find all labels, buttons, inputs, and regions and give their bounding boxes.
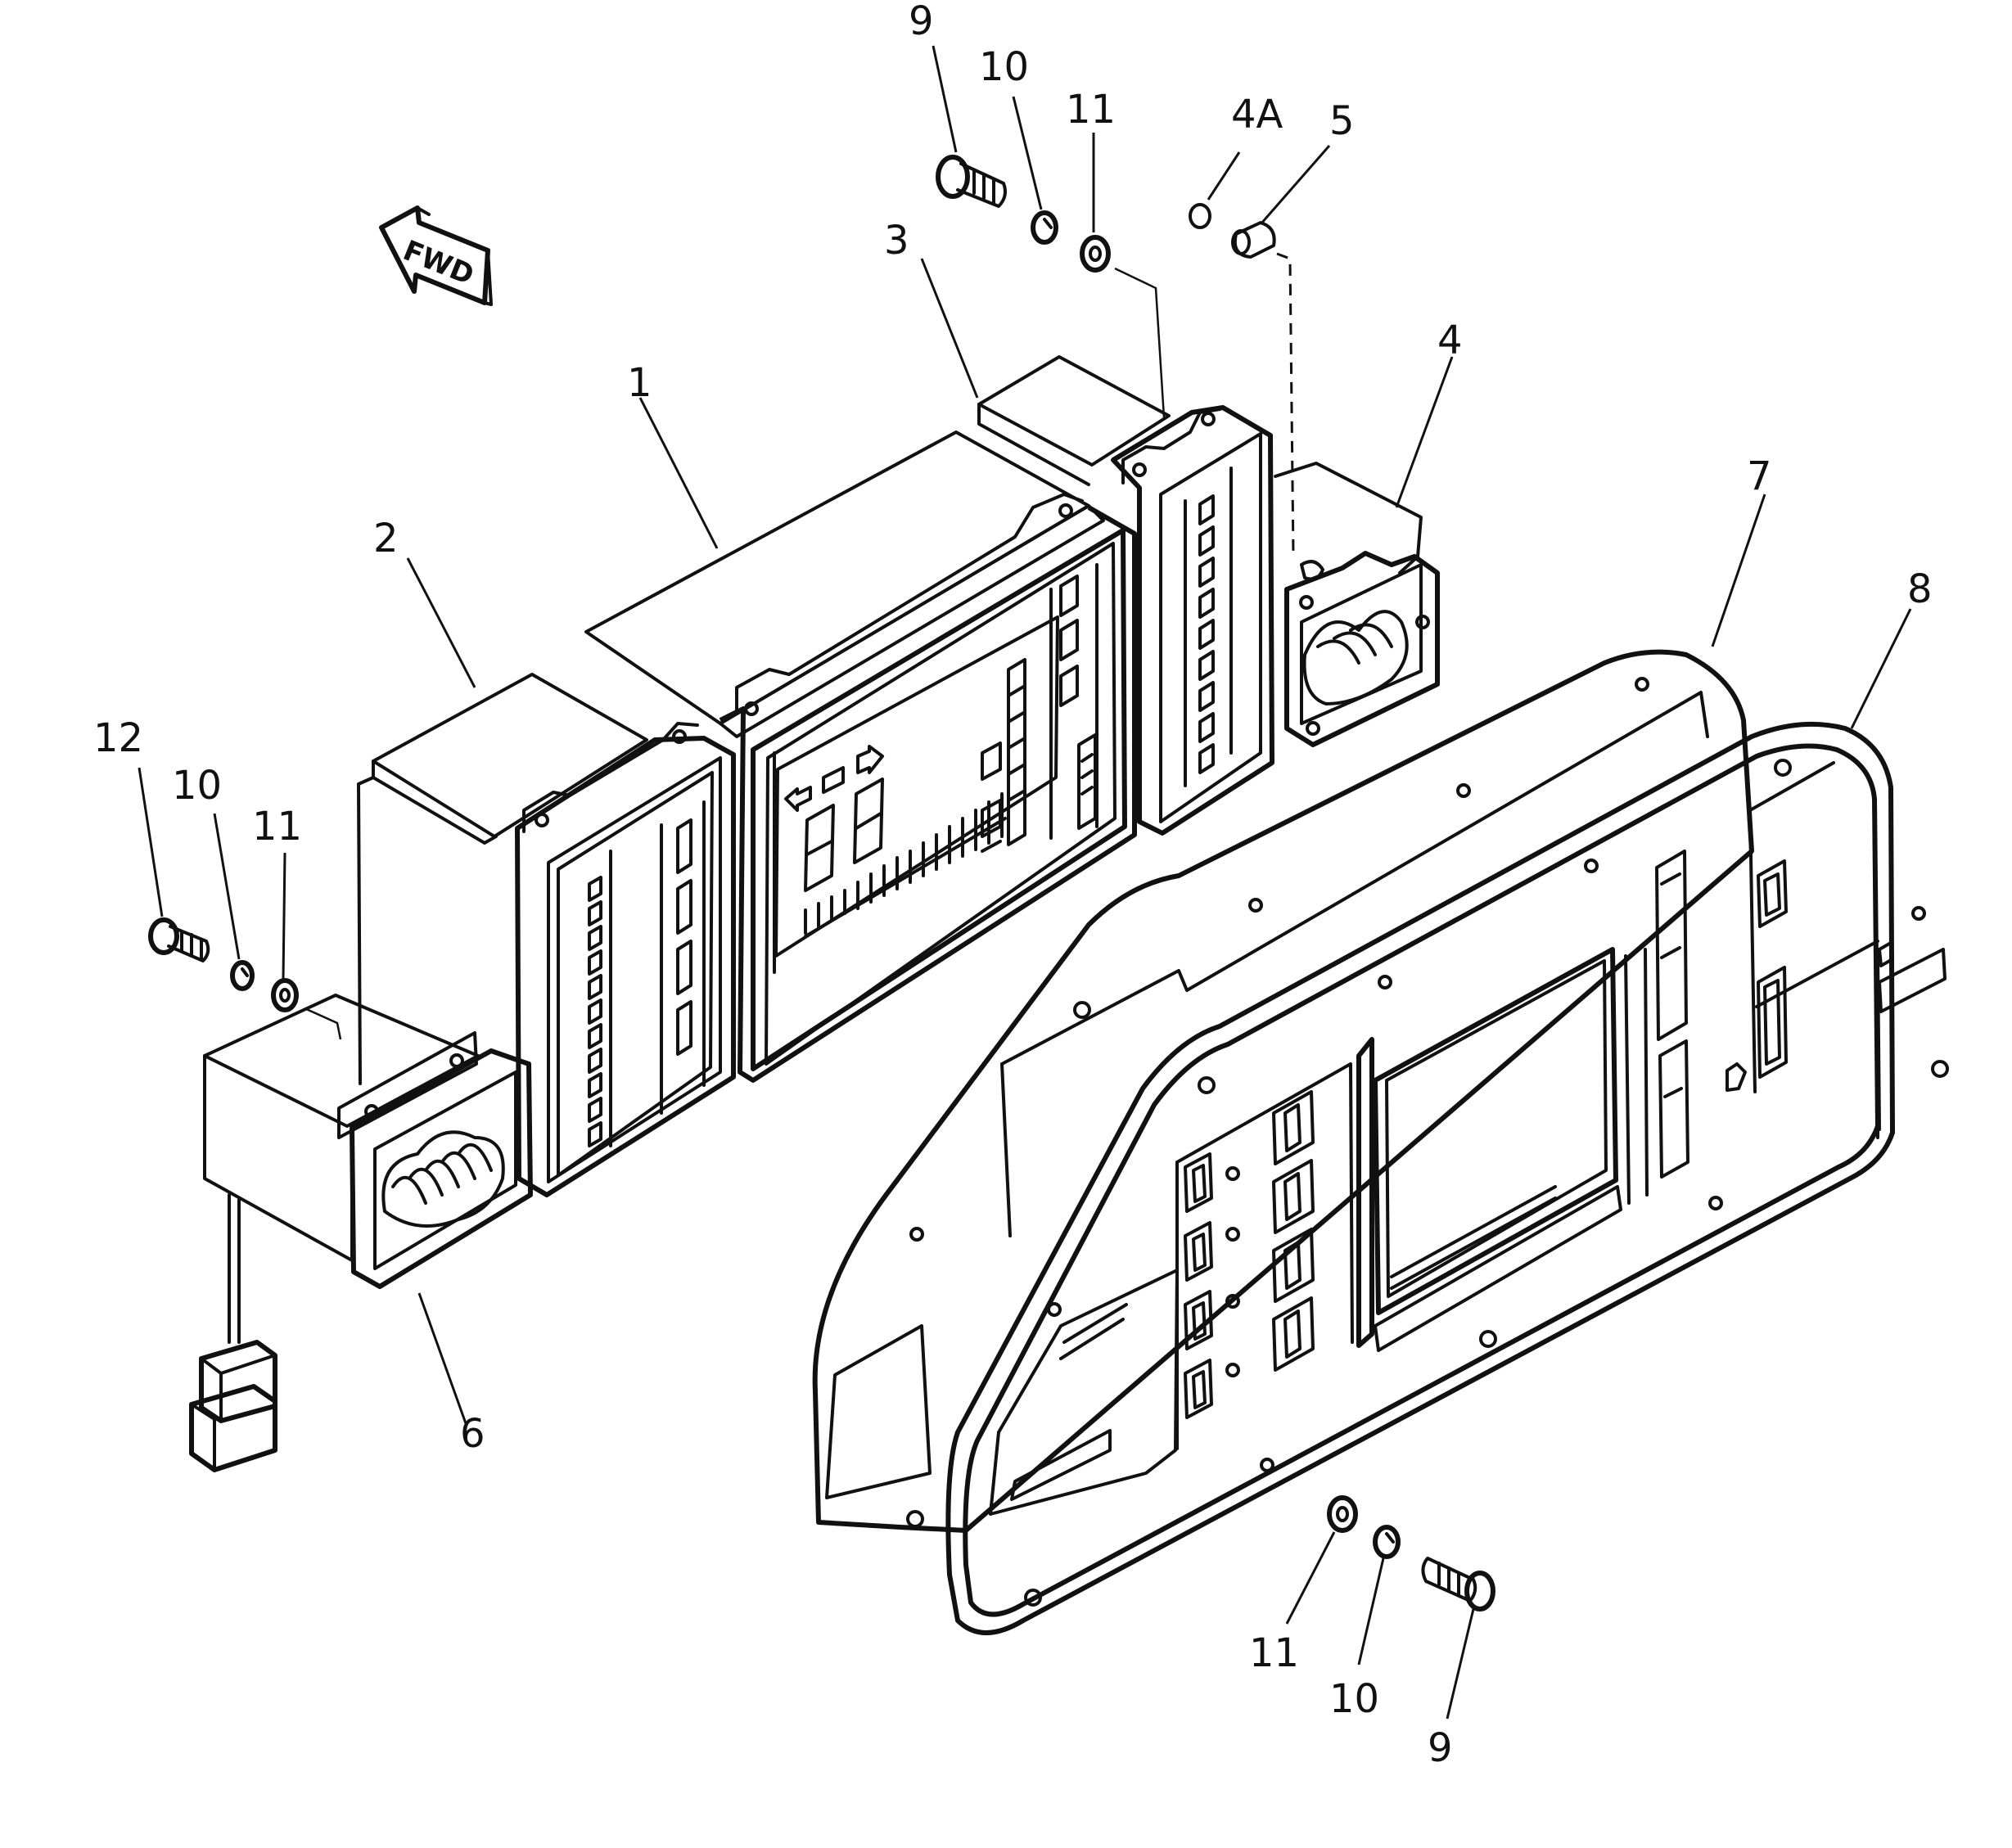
callout-3: 3	[884, 218, 909, 264]
part-4-right-buzzer-box	[1274, 462, 1440, 747]
callout-2: 2	[373, 516, 399, 561]
callout-10-bottom: 10	[1329, 1676, 1379, 1722]
part-9-bolt-bottom	[1421, 1557, 1495, 1611]
part-11-washer-bottom	[1327, 1495, 1358, 1533]
callout-5: 5	[1329, 98, 1355, 144]
callout-8: 8	[1907, 566, 1933, 612]
callout-11-top: 11	[1066, 87, 1116, 133]
part-9-bolt-top	[936, 155, 1007, 208]
part-6-left-buzzer-unit	[189, 994, 533, 1472]
part-5-bulb	[1231, 221, 1276, 259]
callout-9-bottom: 9	[1428, 1725, 1453, 1771]
bezel-display-window	[1356, 947, 1622, 1352]
bulb-socket-icon	[1300, 560, 1324, 581]
part-2-left-gauge-module	[357, 673, 736, 1197]
callout-7: 7	[1747, 453, 1772, 499]
part-3-right-gauge-module	[977, 355, 1274, 836]
callout-11-left: 11	[252, 804, 302, 850]
part-1-display-module	[584, 430, 1137, 1083]
washer-install-line	[1114, 267, 1166, 418]
callout-4a: 4A	[1231, 92, 1283, 137]
bezel-right-indicators	[1624, 761, 1947, 1205]
part-10-lock-washer-left	[230, 960, 255, 991]
callout-10-left: 10	[172, 763, 222, 809]
part-12-bolt	[148, 917, 210, 962]
callout-labels: 1 2 3 4 4A 5 6 7 8 9 10 11 12 10 11 11 1…	[93, 0, 1933, 1771]
callout-11-bottom: 11	[1249, 1630, 1299, 1676]
callout-12: 12	[93, 715, 143, 761]
left-washer-install-line	[304, 1007, 342, 1040]
part-11-washer-left	[271, 978, 299, 1012]
callout-9-top: 9	[909, 0, 934, 44]
callout-10-top: 10	[979, 44, 1029, 90]
part-10-lock-washer-bottom	[1373, 1525, 1401, 1559]
callout-4: 4	[1437, 318, 1463, 363]
part-10-lock-washer-top	[1031, 210, 1058, 245]
part-4a-bulb	[1189, 203, 1211, 229]
callout-6: 6	[460, 1411, 485, 1457]
fwd-arrow-icon: FWD	[379, 205, 493, 306]
bezel-switch-cluster	[1184, 1090, 1315, 1419]
bulb-install-line	[1276, 252, 1295, 557]
callout-1: 1	[627, 360, 652, 406]
part-11-washer-top	[1080, 235, 1111, 273]
callout-leaders	[138, 45, 1912, 1720]
part-7-rear-panel	[812, 649, 1754, 1533]
part-8-front-bezel	[945, 721, 1949, 1635]
